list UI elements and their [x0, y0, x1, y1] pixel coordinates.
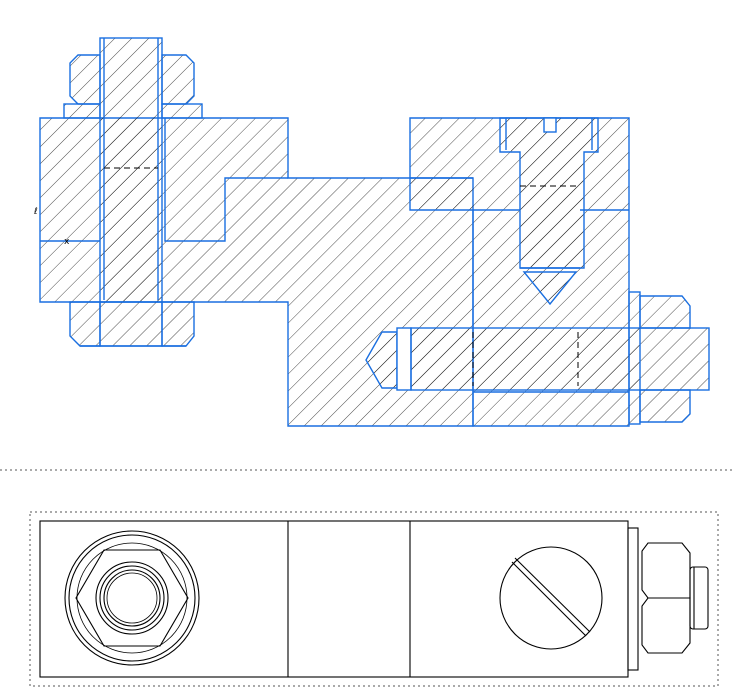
top-view-block: [39, 520, 639, 678]
side-hex-nut: [628, 291, 691, 425]
slotted-screw: [499, 117, 599, 306]
bottom-hex-nut: [69, 301, 195, 347]
top-view-screw: [499, 546, 603, 650]
section-view: ℓ x: [33, 37, 710, 427]
horizontal-pin: [365, 327, 710, 391]
vertical-bolt: [99, 37, 163, 303]
top-view-nut: [64, 530, 200, 666]
annotation-marks: ℓ x: [33, 207, 70, 247]
svg-text:x: x: [64, 237, 70, 247]
top-view-frame: [29, 511, 719, 687]
top-view-side-nut: [641, 542, 709, 654]
top-view: [29, 511, 719, 687]
svg-text:ℓ: ℓ: [33, 207, 38, 217]
top-hex-nut: [63, 54, 203, 119]
